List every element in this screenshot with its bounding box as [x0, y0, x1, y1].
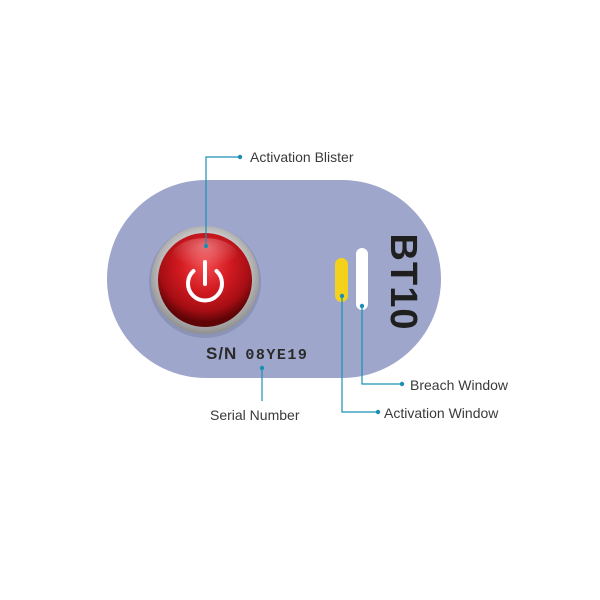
callout-activation-blister: Activation Blister	[250, 149, 354, 165]
serial-number-leader	[259, 365, 265, 401]
serial-value: 08YE19	[245, 347, 309, 364]
callout-activation-window: Activation Window	[384, 405, 499, 421]
blister-shine	[171, 238, 239, 278]
model-label: BT10	[382, 233, 424, 331]
activation-blister-leader	[203, 154, 243, 249]
power-icon	[186, 260, 224, 303]
callout-serial-number: Serial Number	[210, 407, 300, 423]
breach-window-leader	[359, 303, 405, 387]
serial-prefix: S/N	[206, 344, 238, 363]
activation-window	[335, 258, 348, 302]
activation-window-leader	[339, 293, 381, 415]
activation-blister[interactable]	[149, 226, 261, 338]
serial-number-text: S/N 08YE19	[206, 345, 308, 363]
breach-window	[356, 248, 368, 310]
callout-breach-window: Breach Window	[410, 377, 509, 393]
